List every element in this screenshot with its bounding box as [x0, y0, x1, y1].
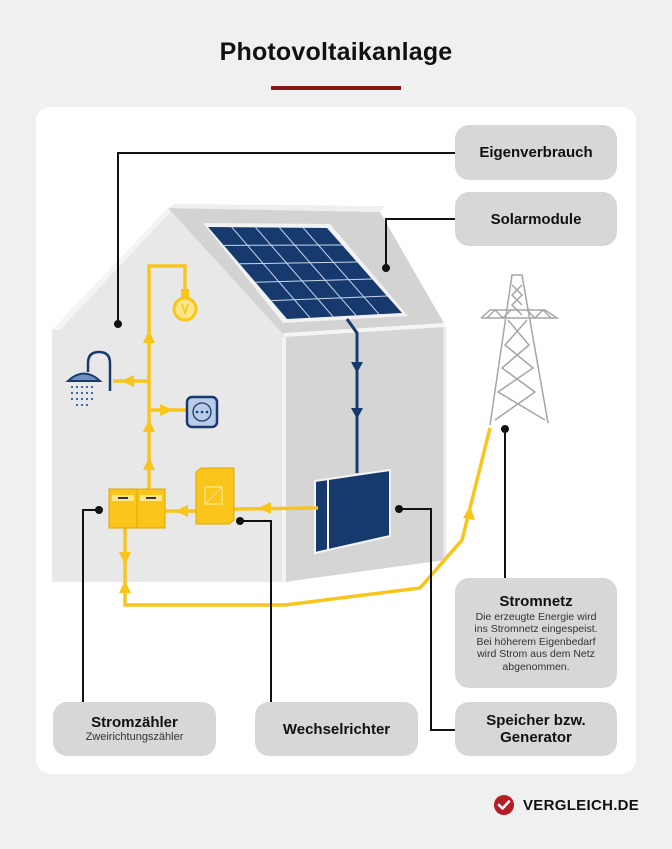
- panel-grid-line: [255, 278, 373, 283]
- battery-storage-icon: [314, 468, 391, 555]
- page-title: Photovoltaikanlage: [219, 38, 453, 66]
- label-speicher-title-2: Generator: [500, 729, 572, 746]
- inverter-icon: [195, 467, 235, 525]
- water-drop: [81, 398, 83, 400]
- marker-dot: [501, 425, 509, 433]
- water-drop: [91, 398, 93, 400]
- water-drop: [71, 392, 73, 394]
- water-drop: [91, 392, 93, 394]
- arrow-down-icon: [351, 362, 363, 373]
- water-drop: [86, 392, 88, 394]
- water-drop: [71, 386, 73, 388]
- water-drop: [86, 386, 88, 388]
- arrow-down-icon: [351, 408, 363, 419]
- title-underline: [271, 86, 401, 90]
- dc-cable: [345, 318, 363, 473]
- label-eigenverbrauch: Eigenverbrauch: [455, 125, 617, 180]
- arrow-left-icon: [175, 505, 188, 517]
- panel-grid-line: [255, 227, 334, 317]
- arrow-up-icon: [119, 580, 131, 593]
- water-drop: [76, 392, 78, 394]
- water-drop: [81, 386, 83, 388]
- water-drop: [86, 398, 88, 400]
- label-stromnetz-title: Stromnetz: [499, 592, 573, 610]
- arrow-up-icon: [143, 457, 155, 470]
- water-drop: [76, 398, 78, 400]
- panel-grid-line: [302, 227, 380, 315]
- energy-arrows: [119, 330, 475, 593]
- arrow-up-icon: [463, 506, 475, 520]
- marker-dot: [95, 506, 103, 514]
- water-drop: [86, 404, 88, 406]
- panel-grid-line: [271, 295, 388, 302]
- arrow-left-icon: [121, 375, 134, 387]
- house-side-wall: [284, 327, 445, 582]
- water-drop: [81, 404, 83, 406]
- marker-dot: [114, 320, 122, 328]
- arrow-up-icon: [143, 330, 155, 343]
- arrow-up-icon: [143, 419, 155, 432]
- label-stromzaehler: Stromzähler Zweirichtungszähler: [53, 702, 216, 756]
- brand-logo: VERGLEICH.DE: [493, 794, 639, 816]
- water-drop: [81, 392, 83, 394]
- label-solarmodule: Solarmodule: [455, 192, 617, 246]
- label-wechselrichter: Wechselrichter: [255, 702, 418, 756]
- panel-grid-line: [231, 226, 311, 319]
- power-socket-icon: [185, 395, 219, 429]
- solar-panel-icon: [203, 223, 408, 323]
- label-stromzaehler-subtitle: Zweirichtungszähler: [85, 731, 184, 743]
- marker-dot: [236, 517, 244, 525]
- water-drop: [91, 386, 93, 388]
- leader-lines: [82, 152, 506, 731]
- label-solarmodule-title: Solarmodule: [490, 210, 582, 228]
- panel-grid-line: [239, 261, 358, 265]
- light-bulb-icon: [172, 289, 198, 322]
- marker-dot: [382, 264, 390, 272]
- shower-icon: [65, 350, 112, 406]
- label-speicher-title-1: Speicher bzw.: [486, 712, 586, 729]
- brand-name: VERGLEICH.DE: [523, 796, 640, 814]
- water-drop: [76, 404, 78, 406]
- power-pylon-icon: [480, 274, 560, 426]
- electricity-meter-icon: [108, 488, 166, 529]
- arrow-left-icon: [258, 502, 271, 514]
- marker-dot: [395, 505, 403, 513]
- arrow-down-icon: [119, 552, 131, 565]
- arrow-right-icon: [160, 404, 173, 416]
- label-stromnetz: Stromnetz Die erzeugte Energie wird ins …: [455, 578, 617, 688]
- label-stromnetz-description: Die erzeugte Energie wird ins Stromnetz …: [474, 610, 598, 673]
- check-circle-icon: [494, 795, 514, 815]
- label-wechselrichter-title: Wechselrichter: [282, 720, 391, 738]
- label-stromzaehler-title: Stromzähler: [91, 714, 178, 731]
- water-drop: [71, 398, 73, 400]
- label-speicher: Speicher bzw. Generator: [455, 702, 617, 756]
- water-drop: [76, 386, 78, 388]
- label-eigenverbrauch-title: Eigenverbrauch: [479, 144, 593, 161]
- panel-grid-line: [279, 227, 357, 316]
